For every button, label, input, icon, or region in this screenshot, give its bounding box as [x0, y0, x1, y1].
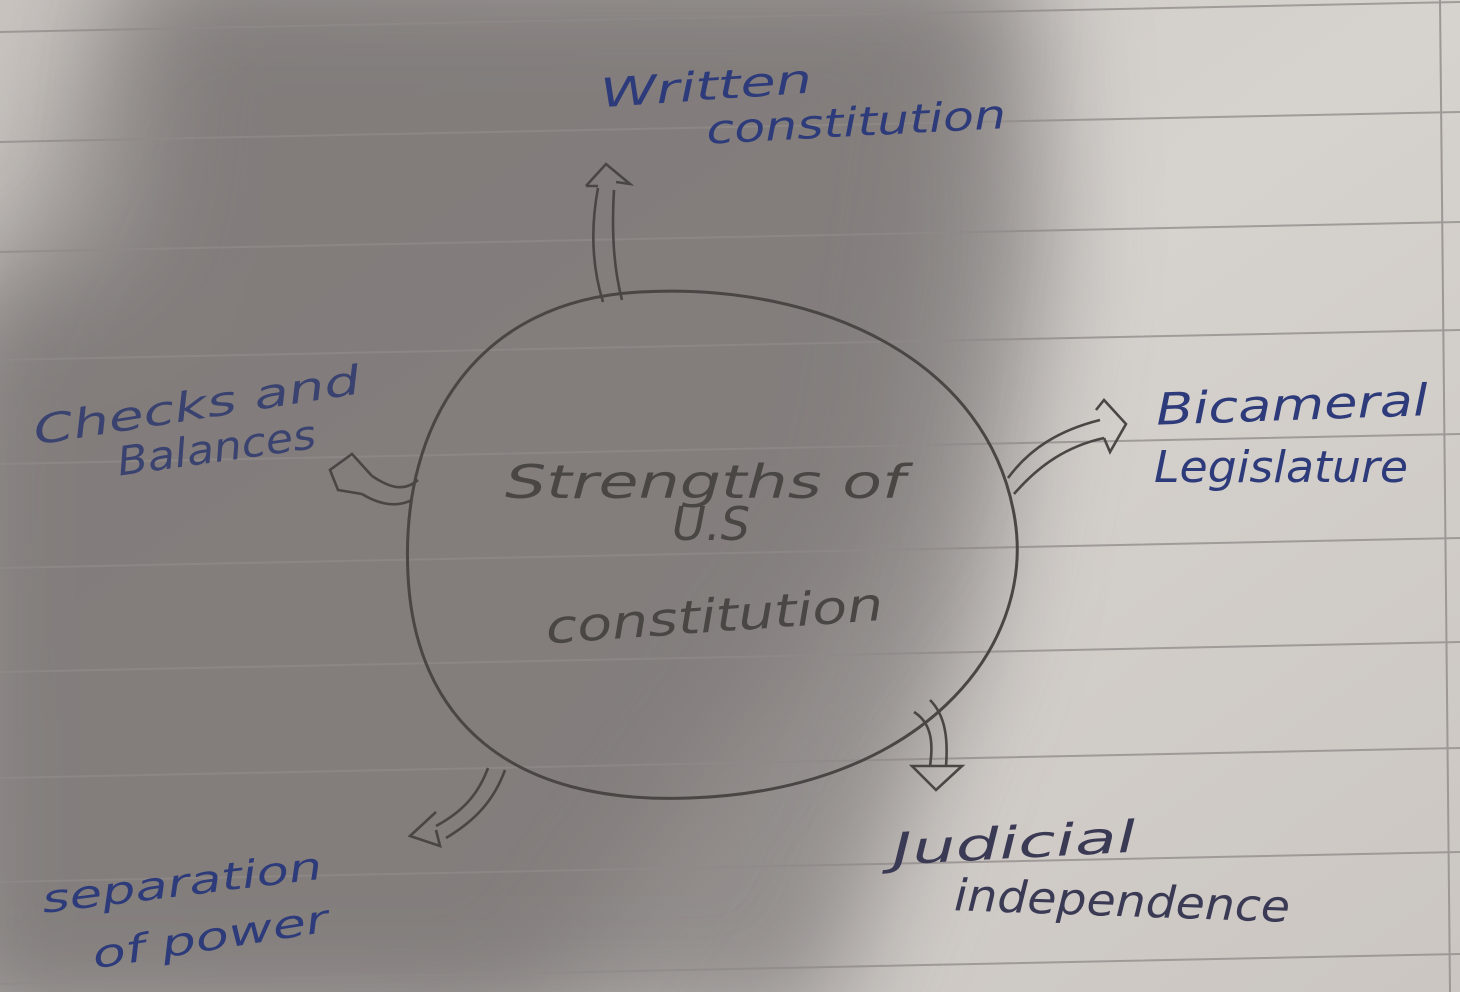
branch-bicameral-legislature: Bicameral Legislature — [1154, 375, 1430, 493]
branch-written-constitution: Written constitution — [599, 57, 1007, 154]
branch-label-line: independence — [953, 870, 1291, 933]
center-label-line-2: U.S — [672, 497, 750, 551]
arrow-bicameral-legislature — [1006, 398, 1128, 495]
center-label-line-1: Strengths of — [505, 455, 913, 509]
arrow-judicial-independence — [908, 699, 966, 792]
branch-label-line: Legislature — [1154, 442, 1408, 493]
center-circle — [405, 289, 1019, 800]
arrow-separation-of-power — [407, 767, 507, 848]
arrow-written-constitution — [585, 162, 635, 303]
branch-judicial-independence: Judicial independence — [878, 812, 1291, 933]
branch-label-line: Bicameral — [1155, 375, 1430, 435]
margin-rule — [1439, 0, 1451, 992]
arrow-checks-and-balances — [328, 452, 419, 506]
